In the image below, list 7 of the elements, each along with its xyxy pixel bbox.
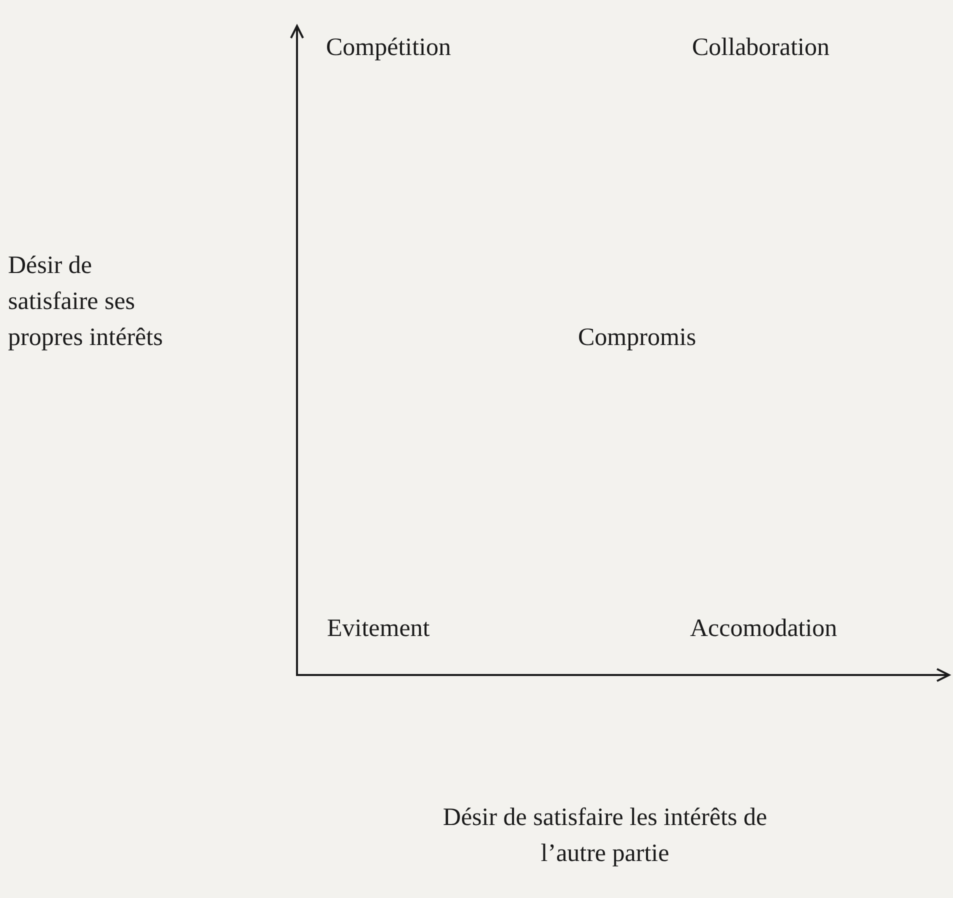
axis-title: Désir de satisfaire ses propres intérêts	[8, 251, 164, 353]
quadrant-label: Compromis	[578, 323, 696, 353]
quadrant-label: Evitement	[327, 614, 430, 644]
quadrant-label: Accomodation	[690, 614, 838, 644]
quadrant-label: Collaboration	[692, 33, 830, 63]
axis-title: Désir de satisfaire les intérêts de l’autre partie	[442, 803, 768, 869]
quadrant-label: Compétition	[326, 33, 451, 63]
